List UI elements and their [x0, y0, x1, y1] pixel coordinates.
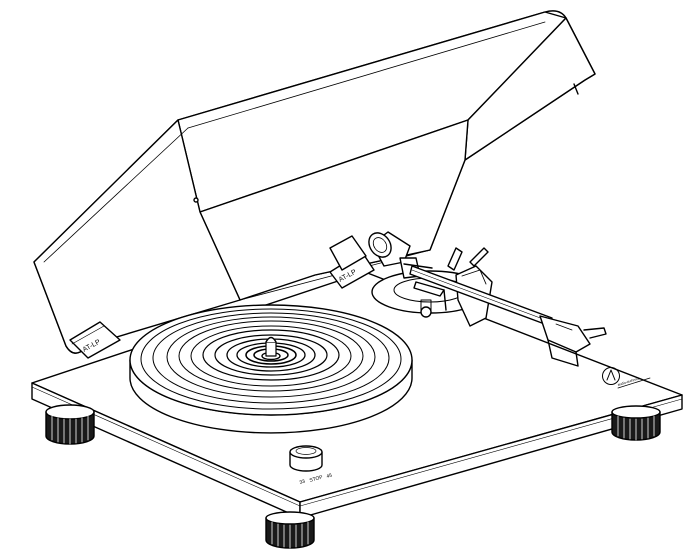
hinge-left: AT-LP	[69, 321, 121, 359]
foot-left	[45, 404, 95, 445]
foot-right	[611, 405, 661, 441]
dust-cover-left-face	[33, 119, 241, 354]
foot-front	[265, 511, 315, 549]
logo-caption: audio-technica	[617, 376, 640, 386]
platter	[129, 304, 413, 434]
speed-labels: 33 STOP 45	[299, 473, 333, 486]
speed-label-stop: STOP	[309, 474, 324, 484]
spindle	[261, 336, 281, 361]
hinge-right: AT-LP	[329, 235, 375, 289]
logo	[602, 367, 651, 389]
speed-knob	[289, 445, 323, 472]
speed-label-45: 45	[326, 473, 333, 480]
headshell	[539, 315, 607, 367]
dust-cover	[33, 10, 596, 354]
speed-label-33: 33	[299, 479, 306, 486]
tonearm	[368, 231, 553, 327]
